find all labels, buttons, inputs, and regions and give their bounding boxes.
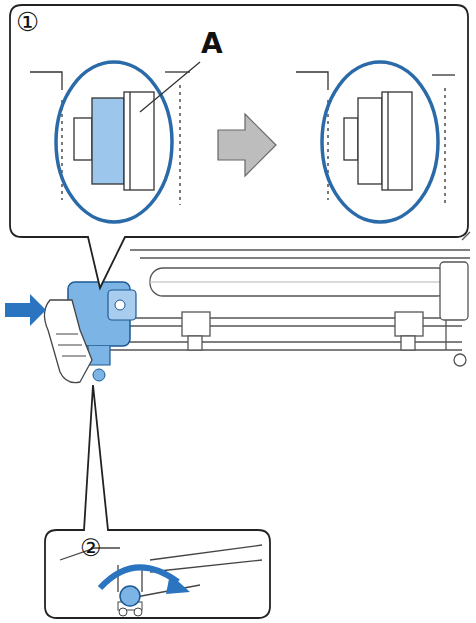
- push-arrow: [5, 294, 46, 326]
- callout-box: [45, 385, 270, 618]
- callout-box: [10, 5, 468, 288]
- part-after: [344, 92, 412, 190]
- step-arrow: [218, 114, 276, 176]
- hand: [44, 300, 92, 383]
- lock-knob: [120, 586, 140, 606]
- callout-number: ①: [16, 9, 39, 35]
- highlight-ring: [322, 62, 438, 222]
- part-before: [74, 92, 154, 190]
- callout-number: ②: [80, 536, 102, 560]
- part-letter: A: [201, 30, 223, 58]
- leader-line: [140, 62, 200, 112]
- turn-arrow: [100, 567, 178, 588]
- highlight-ring: [56, 62, 172, 222]
- printer-unit: [105, 232, 470, 366]
